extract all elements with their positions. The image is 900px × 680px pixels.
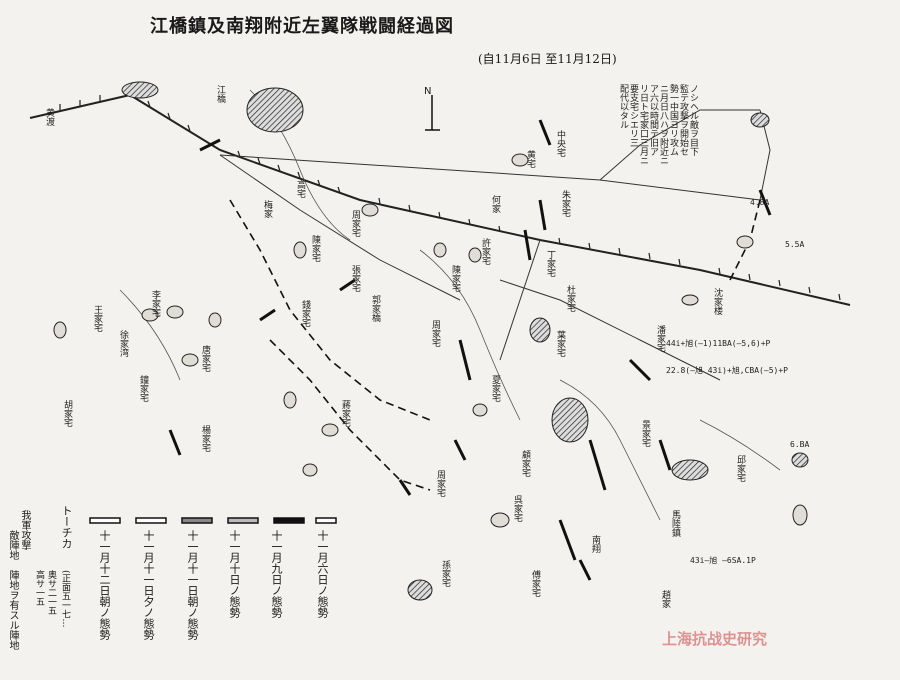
railway-line [29, 93, 851, 306]
note-line: リ日ト宅家口三月ニ [638, 84, 648, 165]
legend-tochka: トーチカ [60, 505, 73, 549]
place-label: 張家宅 [350, 265, 360, 292]
place-label: 何家 [490, 195, 500, 213]
place-label: 徐家湾 [118, 330, 128, 357]
railway [29, 93, 851, 306]
unit-label: 22.8(—旭 43i)+旭,CBA(—5)+P [666, 366, 788, 375]
legend-enemy: 敵陣地 [7, 530, 18, 560]
place-label: 楊家宅 [200, 425, 210, 452]
legend-symbols [89, 517, 337, 524]
place-label: 杜家宅 [565, 285, 575, 312]
note-line: 勢一中国ヨリ攻ム [668, 84, 678, 156]
legend-item: 十一月十日ノ態勢 [228, 530, 241, 618]
positions [168, 119, 772, 581]
note-line: ノシヘル敵ヲ目下 [688, 84, 698, 156]
place-label: 唐家宅 [200, 345, 210, 372]
place-label: 丁家宅 [545, 250, 555, 277]
legend-tochka-depth: 奥サ二一五 [46, 570, 56, 615]
place-label: 錢家宅 [300, 300, 310, 327]
place-label: 周家宅 [350, 210, 360, 237]
railway-ties [59, 95, 841, 301]
place-label: 沈家楼 [712, 288, 722, 315]
unit-label: 6.BA [790, 440, 810, 449]
place-label: 李家宅 [150, 290, 160, 317]
note-line: ア六以時間テ旧ア [648, 84, 658, 156]
unit-label: 43i—旭 —6SA.1P [690, 556, 756, 565]
note-line: 監テ攻撃ヲ開始セ [678, 84, 688, 156]
place-label: 王家宅 [92, 305, 102, 332]
place-label: 蔣家宅 [340, 400, 350, 427]
legend-item: 十一月六日ノ態勢 [316, 530, 329, 618]
place-label: 潘家宅 [655, 325, 665, 352]
note-line: 要支宅シエリ三 [628, 84, 638, 147]
situation-note: ノシヘル敵ヲ目下 監テ攻撃ヲ開始セ 勢一中国ヨリ攻ム ニ月日八ハヲ附近ニ ア六以… [578, 84, 698, 176]
place-label: 葉家宅 [555, 330, 565, 357]
place-label: 景家宅 [640, 420, 650, 447]
place-label: 陳家宅 [310, 235, 320, 262]
unit-label: 4.8A [750, 198, 770, 207]
place-label: 夏家宅 [490, 375, 500, 402]
legend-tochka-height: 高サ一五 [34, 570, 44, 606]
note-line: ニ月日八ハヲ附近ニ [658, 84, 668, 165]
legend-tochka-range: (正面五一七… [60, 570, 70, 628]
place-label: 顧家宅 [520, 450, 530, 477]
place-label: 南翔 [590, 535, 600, 553]
place-label: 許家宅 [480, 238, 490, 265]
villages [53, 81, 809, 601]
place-label: 邱家宅 [735, 455, 745, 482]
unit-label: 44i+旭(—1)11BA(—5,6)+P [666, 339, 771, 348]
place-label: 高宅 [295, 180, 305, 198]
place-label: 趙家 [660, 590, 670, 608]
place-label: 孫家宅 [440, 560, 450, 587]
north-label: N [424, 86, 432, 97]
legend-item: 十一月十一日朝ノ態勢 [186, 530, 199, 640]
unit-label: 5.5A [785, 240, 805, 249]
roads [219, 109, 771, 381]
place-label: 郭家橋 [370, 295, 380, 322]
place-label: 黄宅 [525, 150, 535, 168]
place-label: 朱家宅 [560, 190, 570, 217]
place-label: 傅家宅 [530, 570, 540, 597]
place-label: 馬陸鎮 [670, 510, 680, 537]
place-label: 胡家宅 [62, 400, 72, 427]
watermark: 上海抗战史研究 [662, 630, 768, 648]
place-label: 周家宅 [435, 470, 445, 497]
legend-item: 十一月九日ノ態勢 [270, 530, 283, 618]
legend-enemy: 我軍攻撃 [19, 510, 30, 550]
place-label: 鐘家宅 [138, 375, 148, 402]
legend-item: 十一月十二日朝ノ態勢 [98, 530, 111, 640]
place-label: 梅家 [262, 200, 272, 218]
map-subtitle: (自11月6日 至11月12日) [478, 52, 617, 66]
place-label: 呉家宅 [512, 495, 522, 522]
legend-item: 十一月十一日夕ノ態勢 [142, 530, 155, 640]
place-label: 陳家宅 [450, 265, 460, 292]
north-arrow [425, 95, 440, 131]
place-label: 中央宅 [555, 130, 565, 157]
place-label: 周家宅 [430, 320, 440, 347]
legend-enemy: 陣地ヲ有スル陣地 [7, 570, 18, 650]
note-line: 配代以タル [618, 84, 628, 129]
place-label: 江橋 [215, 85, 225, 103]
place-label: 黄渡 [44, 108, 54, 126]
map-title: 江橋鎮及南翔附近左翼隊戦闘経過図 [150, 16, 454, 37]
